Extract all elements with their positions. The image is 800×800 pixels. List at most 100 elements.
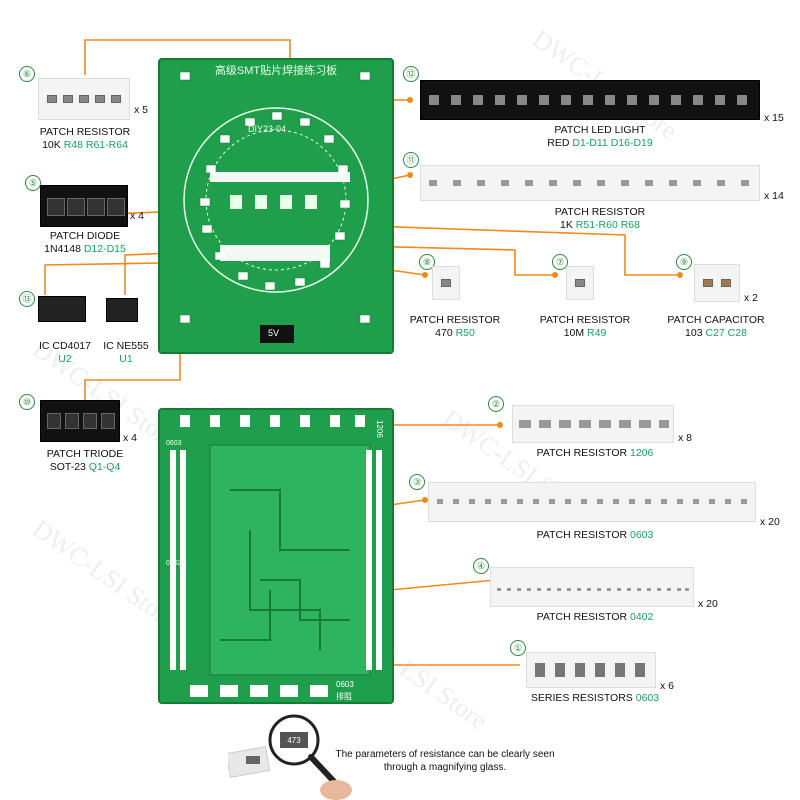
qty: x 5 <box>134 104 149 116</box>
triode-tape <box>40 400 120 442</box>
component-name: PATCH CAPACITOR <box>667 314 765 326</box>
component-refs: R48 R61-R64 <box>63 139 128 151</box>
qty: x 2 <box>744 292 759 304</box>
component-refs: R50 <box>455 327 475 339</box>
resistor-tape-1206 <box>512 405 674 443</box>
component-spec: 103 <box>685 327 703 339</box>
component-name: PATCH RESISTOR <box>39 126 131 138</box>
resistor-tape-1k-artwork <box>429 180 749 186</box>
label: IC CD4017 U2 <box>30 340 100 366</box>
component-name: PATCH TRIODE <box>46 448 124 460</box>
component-refs: U1 <box>119 353 133 365</box>
component-refs: D1-D11 D16-D19 <box>572 137 653 149</box>
label: PATCH RESISTOR 10M R49 <box>530 314 640 340</box>
component-name: PATCH RESISTOR <box>536 447 628 459</box>
component-name: SERIES RESISTORS <box>530 692 633 704</box>
component-refs: 0603 <box>635 692 660 704</box>
qty: x 8 <box>678 432 693 444</box>
component-refs: 0402 <box>630 611 654 623</box>
component-name: PATCH RESISTOR <box>536 611 628 623</box>
label-0402: 0402 <box>166 560 182 567</box>
resistor-tape-0603-artwork <box>437 499 747 504</box>
component-refs: 1206 <box>630 447 654 459</box>
resistor-tape-0402 <box>490 567 694 607</box>
label: PATCH RESISTOR 0402 <box>520 611 670 624</box>
qty: x 6 <box>660 680 675 692</box>
component-refs: Q1-Q4 <box>88 461 121 473</box>
component-name: PATCH RESISTOR <box>409 314 501 326</box>
item-number: ⑩ <box>19 394 35 410</box>
capacitor-tape <box>694 264 740 302</box>
board-model: DIY23-04 <box>248 124 287 134</box>
label: PATCH RESISTOR 10K R48 R61-R64 <box>20 126 150 152</box>
component-name: IC NE555 <box>103 340 149 352</box>
component-spec: 1N4148 <box>44 243 81 255</box>
label-0603: 0603 <box>166 440 182 447</box>
led-tape-artwork <box>429 95 747 105</box>
component-spec: 10M <box>563 327 585 339</box>
item-number: ⑦ <box>552 254 568 270</box>
component-name: PATCH RESISTOR <box>536 529 628 541</box>
item-number: ⑧ <box>419 254 435 270</box>
component-spec: 10K <box>42 139 61 151</box>
item-number: ① <box>510 640 526 656</box>
label-series-0603: 0603 <box>336 680 354 689</box>
resistor-tape-0402-artwork <box>497 588 689 591</box>
item-number: ③ <box>409 474 425 490</box>
component-name: PATCH RESISTOR <box>554 206 646 218</box>
component-spec: RED <box>547 137 570 149</box>
component-name: PATCH LED LIGHT <box>554 124 646 136</box>
label-paizu: 排阻 <box>336 692 352 701</box>
label: PATCH CAPACITOR 103 C27 C28 <box>656 314 776 340</box>
component-refs: 0603 <box>630 529 654 541</box>
component-refs: U2 <box>58 353 72 365</box>
item-number: ⑥ <box>19 66 35 82</box>
diode-tape <box>40 185 128 227</box>
qty: x 4 <box>123 432 138 444</box>
label: IC NE555 U1 <box>96 340 156 366</box>
component-spec: 1K <box>560 219 573 231</box>
item-number: ⑬ <box>19 291 35 307</box>
led-tape <box>420 80 760 120</box>
label: PATCH LED LIGHT RED D1-D11 D16-D19 <box>530 124 670 150</box>
resistor-10m <box>566 266 594 300</box>
item-number: ⑪ <box>403 152 419 168</box>
bottom-pcb-artwork <box>170 415 382 697</box>
resistor-470 <box>432 266 460 300</box>
resistor-tape-10k <box>38 78 130 120</box>
power-label: 5V <box>268 328 280 338</box>
label-1206: 1206 <box>375 420 384 438</box>
label: SERIES RESISTORS 0603 <box>515 692 675 705</box>
component-name: PATCH DIODE <box>49 230 121 242</box>
component-refs: R51-R60 R68 <box>575 219 640 231</box>
component-refs: C27 C28 <box>705 327 747 339</box>
label: PATCH RESISTOR 1206 <box>520 447 670 460</box>
qty: x 4 <box>130 210 145 222</box>
component-name: IC CD4017 <box>39 340 91 352</box>
series-resistor-tape <box>526 652 656 688</box>
component-spec: 470 <box>435 327 453 339</box>
component-spec: SOT-23 <box>49 461 86 473</box>
label: PATCH DIODE 1N4148 D12-D15 <box>20 230 150 256</box>
qty: x 20 <box>698 598 718 610</box>
caption: The parameters of resistance can be clea… <box>335 749 555 773</box>
component-refs: R49 <box>587 327 607 339</box>
magnifier-text: 473 <box>287 736 301 745</box>
series-resistor-tape-artwork <box>535 663 645 677</box>
label: PATCH RESISTOR 0603 <box>520 529 670 542</box>
top-pcb: 高级SMT贴片焊接练习板 <box>158 58 394 354</box>
label: PATCH RESISTOR 1K R51-R60 R68 <box>530 206 670 232</box>
item-number: ⑨ <box>676 254 692 270</box>
resistor-tape-0603 <box>428 482 756 522</box>
qty: x 20 <box>760 516 780 528</box>
label: PATCH TRIODE SOT-23 Q1-Q4 <box>20 448 150 474</box>
magnifier-illustration <box>228 714 352 800</box>
board-title: 高级SMT贴片焊接练习板 <box>214 65 338 77</box>
qty: x 15 <box>764 112 784 124</box>
item-number: ④ <box>473 558 489 574</box>
top-pcb-artwork <box>179 71 371 343</box>
item-number: ② <box>488 396 504 412</box>
component-name: PATCH RESISTOR <box>539 314 631 326</box>
ic-ne555 <box>106 298 138 322</box>
